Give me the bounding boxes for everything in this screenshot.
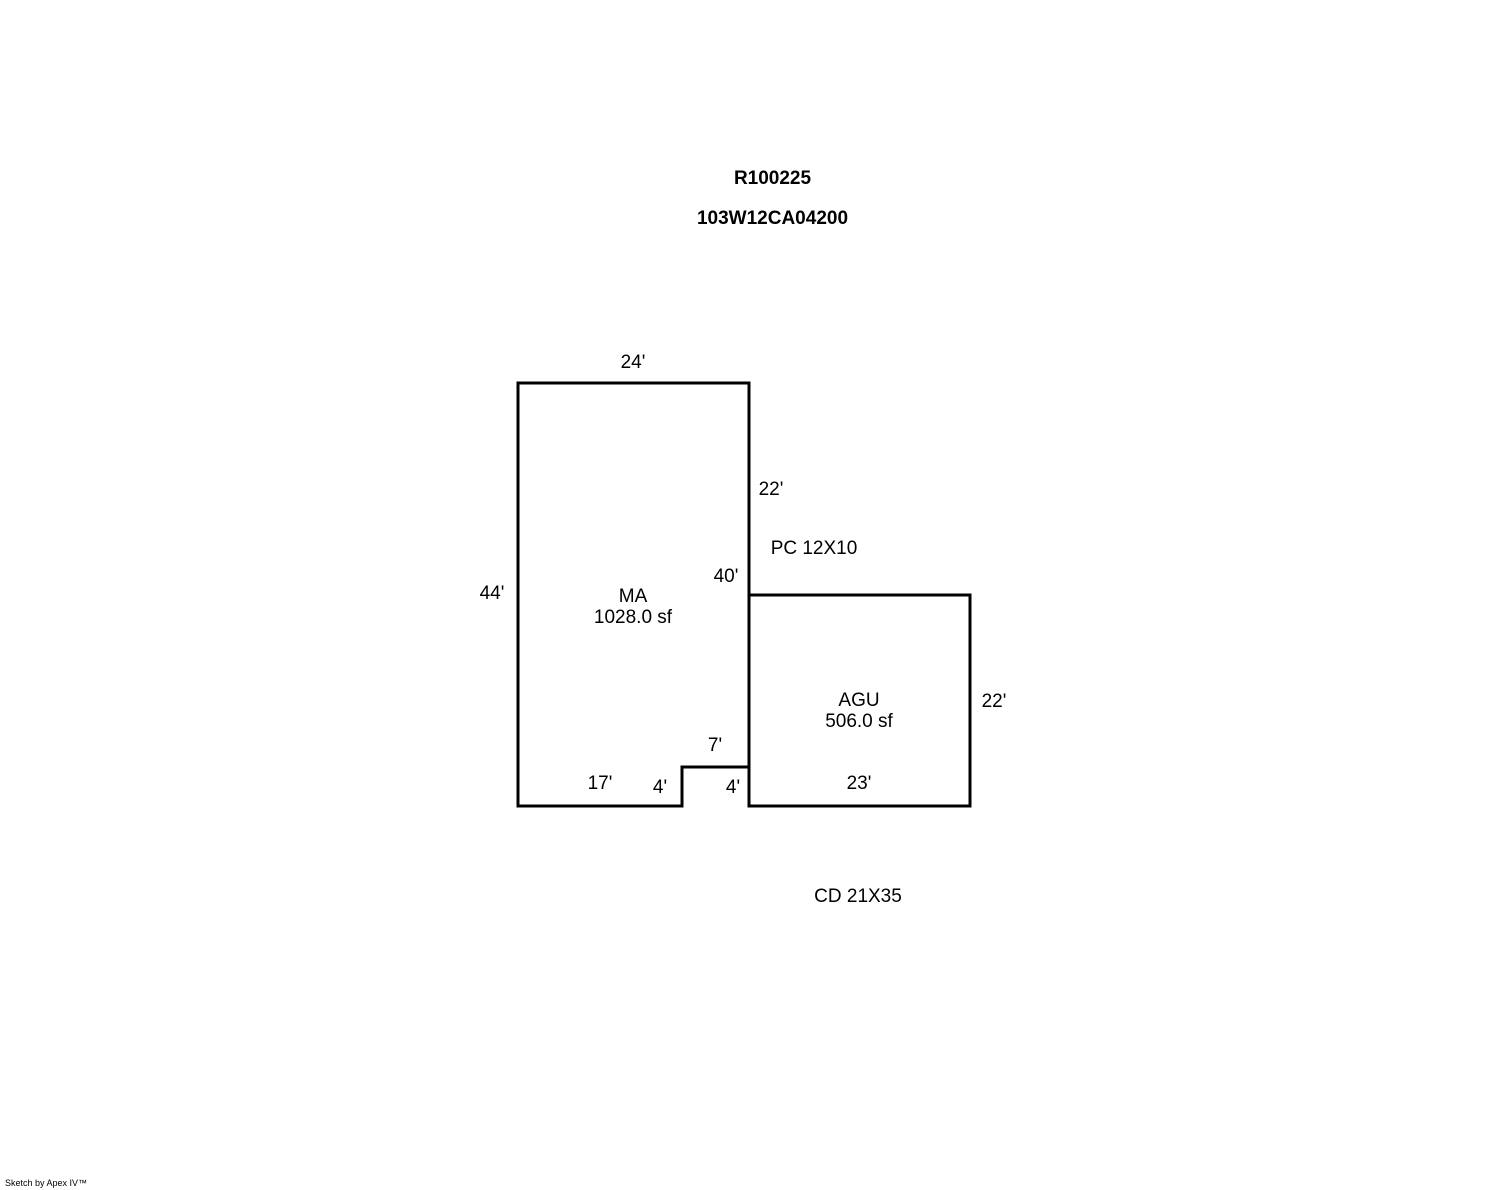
deck-note: CD 21X35 [814, 886, 902, 907]
dim-agu-bottom: 23' [847, 773, 872, 794]
ma-code-label: MA [619, 586, 648, 607]
dim-notch-top: 7' [708, 735, 722, 756]
dim-ma-top: 24' [621, 352, 646, 373]
dim-ma-right-upper: 22' [759, 479, 784, 500]
dim-ma-bottom: 17' [588, 773, 613, 794]
dim-ma-left: 44' [480, 583, 505, 604]
porch-note: PC 12X10 [771, 538, 858, 559]
dim-agu-right: 22' [982, 691, 1007, 712]
dim-ma-right-lower: 40' [714, 566, 739, 587]
ma-area-label: 1028.0 sf [594, 607, 673, 628]
agu-area-label: 506.0 sf [825, 711, 893, 732]
map-taxlot-number: 103W12CA04200 [696, 208, 849, 229]
agu-code-label: AGU [838, 690, 879, 711]
agu-outline [747, 593, 972, 808]
dim-notch-right: 4' [726, 777, 740, 798]
sketch-credit: Sketch by Apex IV™ [5, 1178, 88, 1188]
dim-notch-left: 4' [653, 777, 667, 798]
ma-outline [516, 381, 751, 808]
account-number: R100225 [733, 168, 812, 189]
